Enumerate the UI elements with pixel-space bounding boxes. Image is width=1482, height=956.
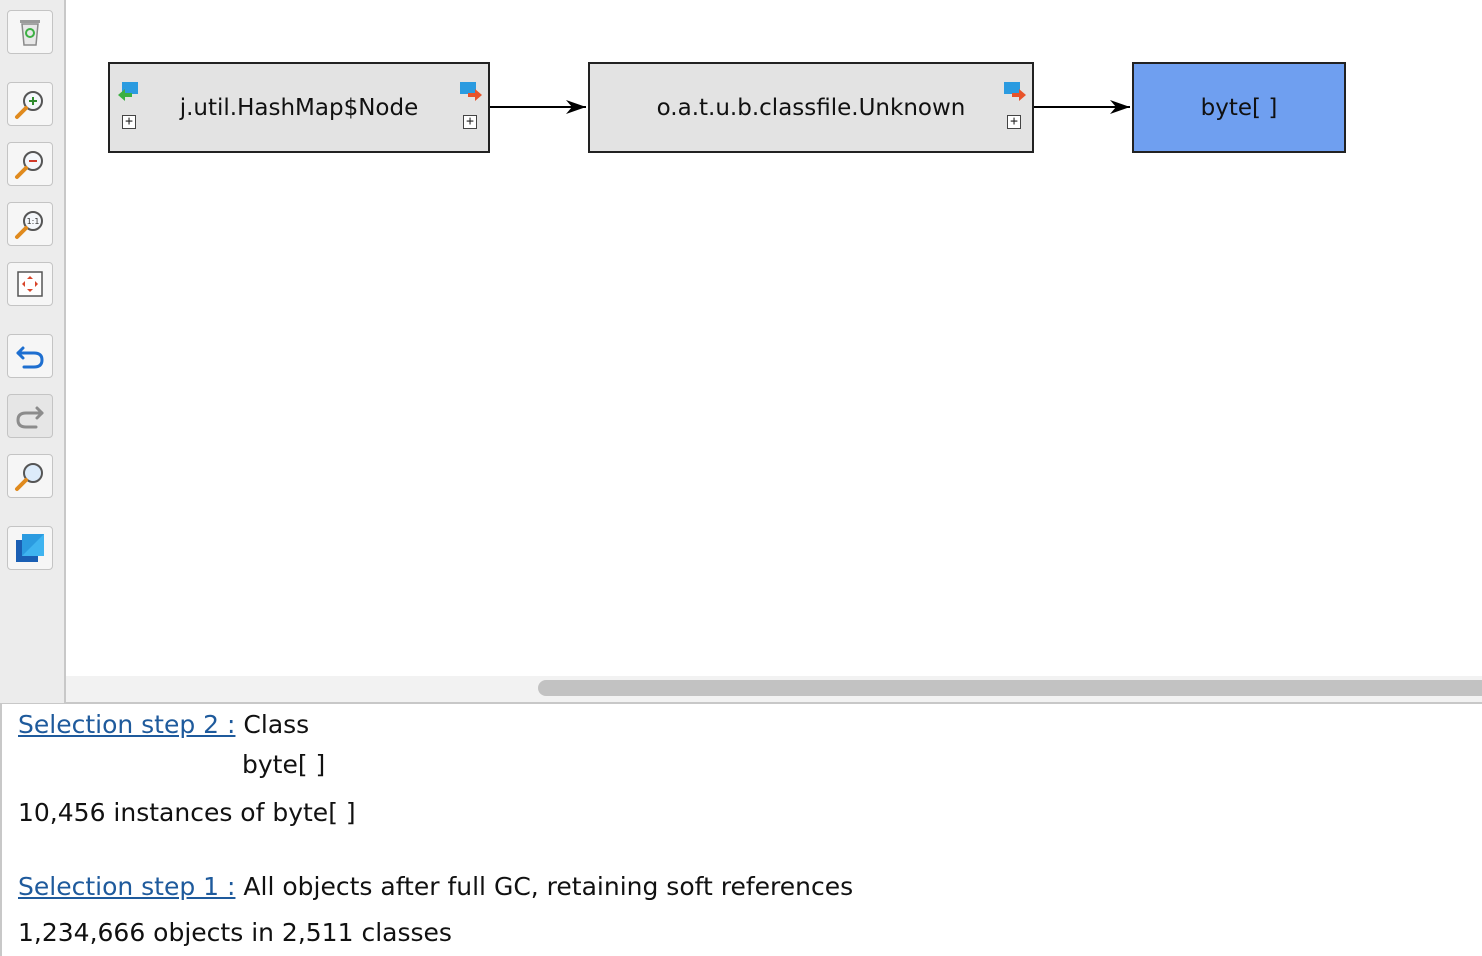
redo-button[interactable] (7, 394, 53, 438)
selection-step-1-description: All objects after full GC, retaining sof… (243, 872, 854, 901)
trash-icon (20, 20, 40, 46)
graph-toolbar: 1:1 (0, 0, 66, 703)
zoom-out-button[interactable] (7, 142, 53, 186)
zoom-1to1-icon: 1:1 (15, 211, 43, 239)
graph-node-hashmap-node[interactable]: j.util.HashMap$Node + + (108, 62, 490, 153)
selection-step-1-link[interactable]: Selection step 1 : (18, 872, 236, 901)
zoom-in-button[interactable] (7, 82, 53, 126)
selection-step-1-summary: 1,234,666 objects in 2,511 classes (18, 918, 452, 947)
redo-icon (16, 406, 44, 429)
fit-content-icon (17, 271, 43, 297)
undo-icon (16, 346, 44, 369)
selection-info-panel: Selection step 2 : Class byte[ ] 10,456 … (0, 703, 1482, 956)
layout-icon (16, 534, 44, 562)
outgoing-references-icon[interactable] (458, 80, 484, 106)
undo-button[interactable] (7, 334, 53, 378)
selection-step-2-row: Selection step 2 : Class (18, 710, 309, 740)
graph-node-label: o.a.t.u.b.classfile.Unknown (656, 94, 966, 121)
zoom-out-icon (15, 151, 43, 179)
graph-node-byte-array[interactable]: byte[ ] (1132, 62, 1346, 153)
zoom-1to1-text: 1:1 (27, 217, 40, 226)
trash-button[interactable] (7, 10, 53, 54)
incoming-references-icon[interactable] (116, 80, 142, 106)
graph-node-label: j.util.HashMap$Node (179, 94, 419, 121)
graph-node-label: byte[ ] (1200, 94, 1278, 121)
horizontal-scrollbar-thumb[interactable] (538, 680, 1482, 696)
fit-content-button[interactable] (7, 262, 53, 306)
selection-step-1-row: Selection step 1 : All objects after ful… (18, 872, 853, 902)
expand-outgoing-button[interactable]: + (463, 115, 477, 129)
graph-node-classfile-unknown[interactable]: o.a.t.u.b.classfile.Unknown + (588, 62, 1034, 153)
expand-outgoing-button[interactable]: + (1007, 115, 1021, 129)
selection-step-2-type: Class (243, 710, 310, 739)
graph-edges (488, 100, 1130, 114)
zoom-in-icon (15, 91, 43, 119)
search-button[interactable] (7, 454, 53, 498)
selection-step-2-link[interactable]: Selection step 2 : (18, 710, 236, 739)
selection-step-2-summary: 10,456 instances of byte[ ] (18, 798, 356, 827)
zoom-reset-button[interactable]: 1:1 (7, 202, 53, 246)
selection-step-2-value: byte[ ] (242, 750, 326, 779)
magnifier-icon (15, 463, 43, 491)
layout-button[interactable] (7, 526, 53, 570)
graph-canvas[interactable]: j.util.HashMap$Node + + o.a.t.u.b.classf… (66, 0, 1482, 676)
outgoing-references-icon[interactable] (1002, 80, 1028, 106)
horizontal-scrollbar[interactable] (66, 676, 1482, 703)
expand-incoming-button[interactable]: + (122, 115, 136, 129)
